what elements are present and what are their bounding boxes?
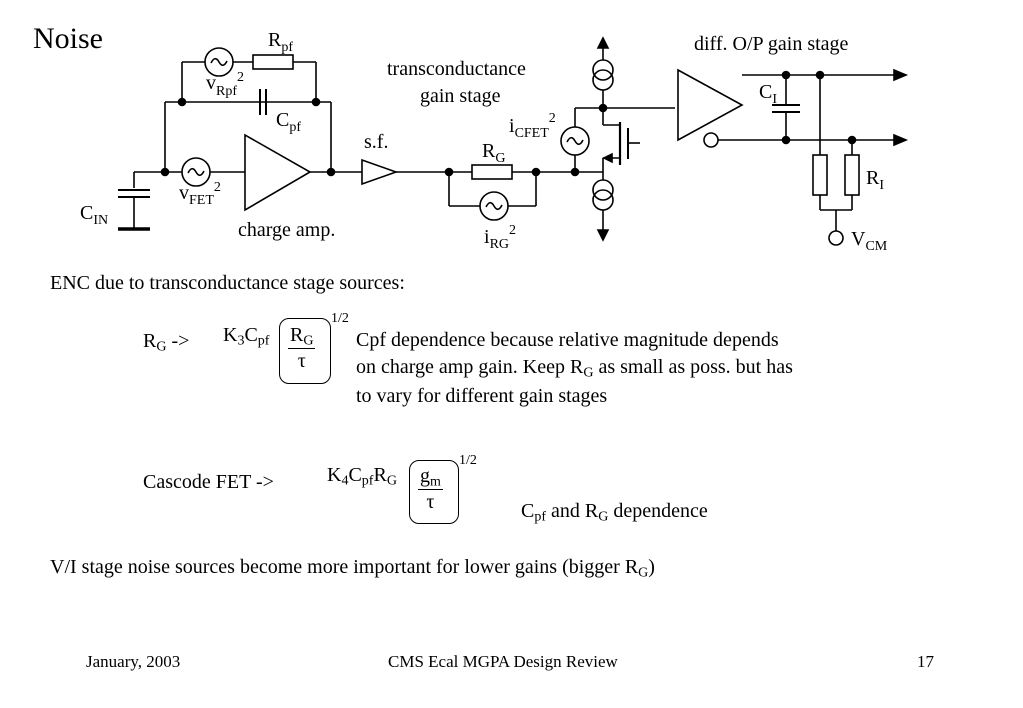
- rg-resistor: [471, 164, 513, 180]
- formula2-parentheses: [409, 460, 459, 524]
- ri-resistor-left: [812, 154, 828, 196]
- diff-output-stage: [677, 68, 909, 246]
- formula2-exponent: 1/2: [459, 453, 477, 468]
- formula1-lhs: RG ->: [143, 330, 190, 355]
- label-rpf: Rpf: [268, 29, 293, 55]
- rg-network: [448, 164, 603, 221]
- formula1-parentheses: [279, 318, 331, 384]
- formula1-coefficient: K3Cpf: [223, 324, 270, 349]
- vcm-terminal: [828, 230, 844, 246]
- formula1-note-line2: on charge amp gain. Keep RG as small as …: [356, 356, 793, 381]
- charge-amp-section: [181, 133, 472, 212]
- enc-heading: ENC due to transconductance stage source…: [50, 272, 405, 294]
- label-diff-stage: diff. O/P gain stage: [694, 33, 849, 55]
- label-vfet: vFET2: [179, 180, 221, 208]
- bottom-current-source-icon: [592, 179, 614, 201]
- label-ci: CI: [759, 81, 777, 107]
- label-ri: RI: [866, 167, 884, 193]
- formula1-note-line1: Cpf dependence because relative magnitud…: [356, 329, 779, 351]
- source-follower-triangle: [361, 158, 399, 186]
- label-gain-stage: gain stage: [420, 85, 501, 107]
- cin-capacitor: [118, 189, 150, 231]
- footer-date: January, 2003: [86, 652, 181, 671]
- diff-amp-triangle: [677, 68, 744, 142]
- label-vrpf: vRpf2: [206, 70, 244, 99]
- label-icfet: iCFET2: [509, 111, 556, 141]
- noise-circuit-diagram: Rpf vRpf2 Cpf CIN vFET2 charge amp. s.f.…: [80, 29, 909, 254]
- top-current-source-icon: [592, 59, 614, 81]
- ri-resistor-right: [844, 154, 860, 196]
- feedback-network: [165, 47, 332, 172]
- cascode-column: [560, 36, 675, 242]
- label-rg: RG: [482, 140, 505, 166]
- footer-page-number: 17: [917, 652, 934, 671]
- formula1-exponent: 1/2: [331, 311, 349, 326]
- charge-amp-triangle: [244, 133, 312, 212]
- label-charge-amp: charge amp.: [238, 219, 335, 241]
- footer-title: CMS Ecal MGPA Design Review: [388, 652, 618, 671]
- formula2-note: Cpf and RG dependence: [521, 500, 708, 525]
- formula2-coefficient: K4CpfRG: [327, 464, 397, 489]
- label-vcm: VCM: [851, 228, 888, 254]
- label-irg: iRG2: [484, 223, 516, 252]
- formula1-note-line3: to vary for different gain stages: [356, 385, 608, 407]
- formula2-lhs: Cascode FET ->: [143, 471, 274, 493]
- inverting-output-bubble: [703, 132, 719, 148]
- input-wiring: [133, 102, 182, 188]
- label-source-follower: s.f.: [364, 131, 388, 153]
- slide-title: Noise: [33, 22, 103, 55]
- rpf-resistor: [252, 54, 294, 70]
- label-cin: CIN: [80, 202, 108, 228]
- label-transconductance: transconductance: [387, 58, 526, 80]
- bottom-statement: V/I stage noise sources become more impo…: [50, 556, 655, 581]
- label-cpf: Cpf: [276, 109, 301, 135]
